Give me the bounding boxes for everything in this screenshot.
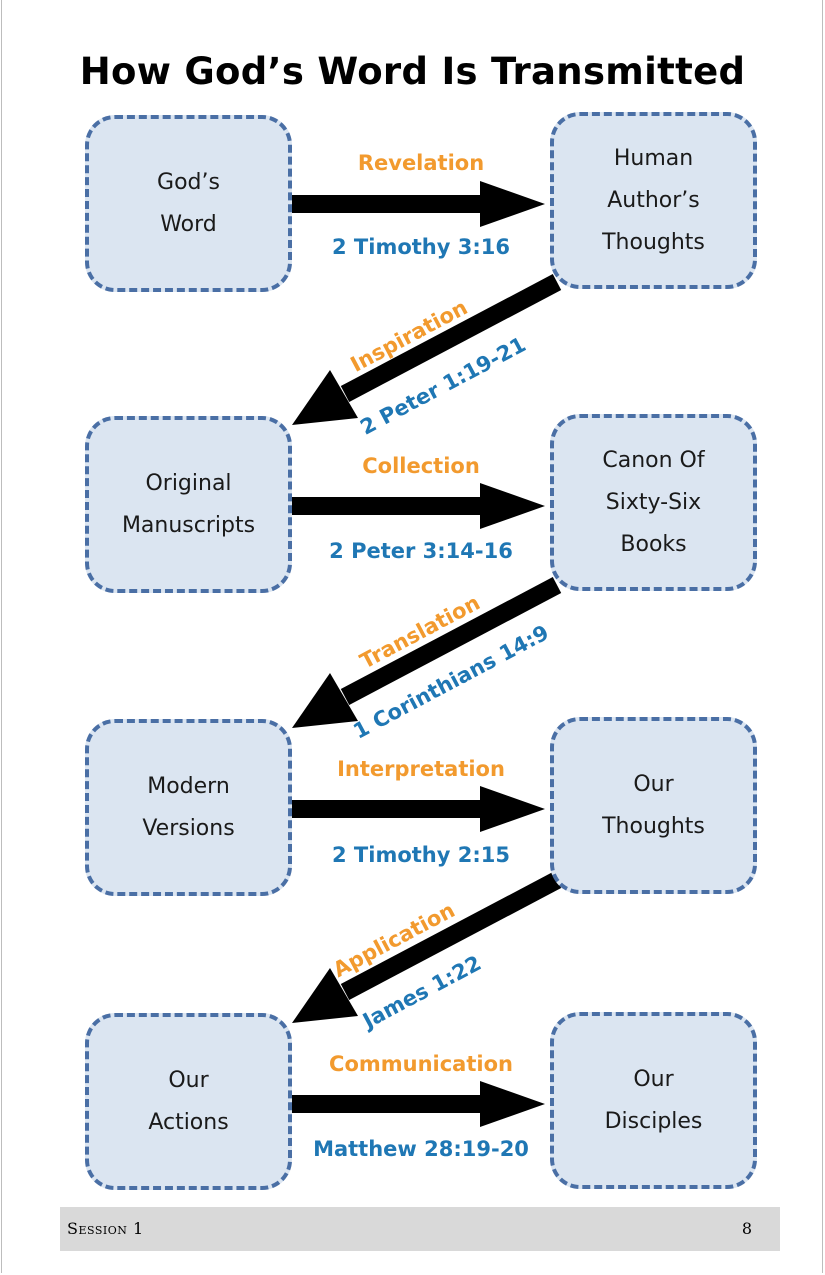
arrow-translation xyxy=(292,577,562,728)
session-label: Session 1 xyxy=(67,1219,144,1238)
stage-label-revelation: Revelation xyxy=(357,151,485,175)
node-gods-word: God’s Word xyxy=(85,115,292,292)
reference-label-interpretation: 2 Timothy 2:15 xyxy=(332,843,510,867)
node-modern-versions: Modern Versions xyxy=(85,719,292,896)
stage-label-interpretation: Interpretation xyxy=(337,757,505,781)
arrow-collection xyxy=(292,483,545,529)
page-title: How God’s Word Is Transmitted xyxy=(79,50,746,93)
stage-label-communication: Communication xyxy=(329,1052,513,1076)
node-canon: Canon Of Sixty-Six Books xyxy=(550,414,757,591)
node-original-manuscripts: Original Manuscripts xyxy=(85,416,292,593)
arrow-interpretation xyxy=(292,786,545,832)
reference-label-revelation: 2 Timothy 3:16 xyxy=(332,235,510,259)
node-our-disciples: Our Disciples xyxy=(550,1012,757,1189)
page-number: 8 xyxy=(741,1219,752,1238)
reference-label-collection: 2 Peter 3:14-16 xyxy=(329,539,513,563)
node-human-author-thoughts: Human Author’s Thoughts xyxy=(550,112,757,289)
arrow-revelation xyxy=(292,181,545,227)
arrow-application xyxy=(292,872,562,1023)
stage-label-collection: Collection xyxy=(362,454,480,478)
arrow-inspiration xyxy=(292,274,562,425)
reference-label-communication: Matthew 28:19-20 xyxy=(313,1137,529,1161)
page-footer: Session 1 8 xyxy=(60,1207,780,1251)
arrow-communication xyxy=(292,1081,545,1127)
node-our-thoughts: Our Thoughts xyxy=(550,717,757,894)
node-our-actions: Our Actions xyxy=(85,1013,292,1190)
